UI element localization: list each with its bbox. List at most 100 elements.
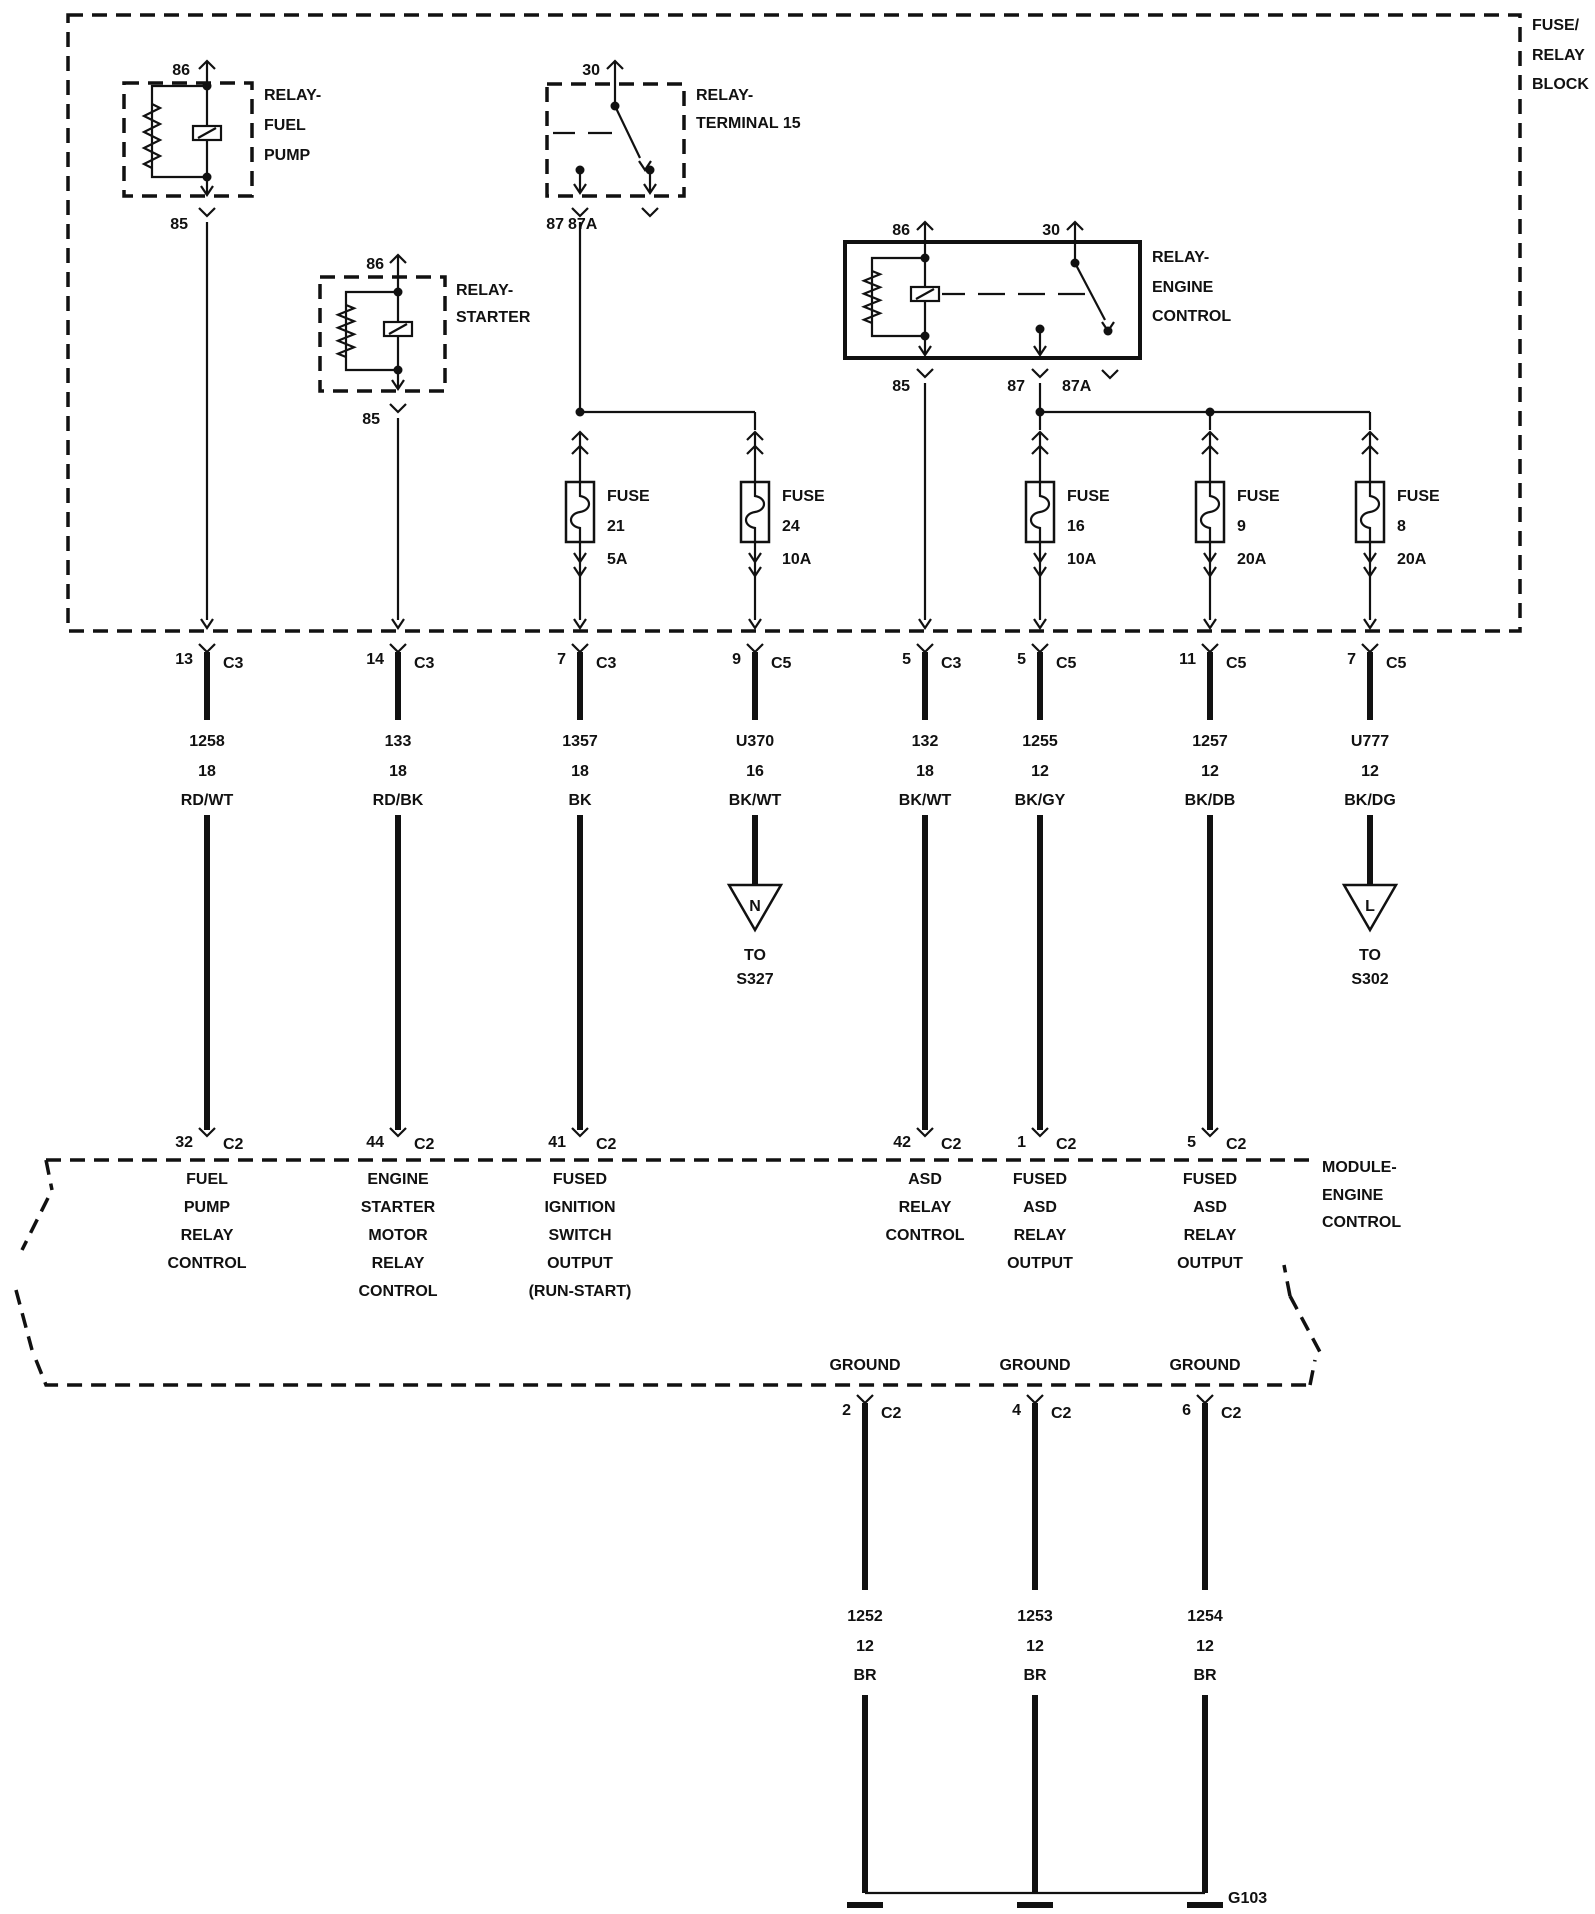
arrow-head — [1203, 566, 1217, 578]
circuit-number: 133 — [385, 733, 412, 750]
module-pin: 44 — [366, 1134, 384, 1151]
connector-pin: 11 — [1179, 651, 1196, 668]
fuse-rating: 10A — [1067, 551, 1097, 568]
fuse-label: FUSE — [782, 488, 825, 505]
arrow-head — [391, 379, 405, 391]
fuse-element — [1199, 482, 1221, 542]
relay-coil-resistor — [861, 269, 883, 325]
circuit-number: U370 — [736, 733, 774, 750]
terminal-arrow — [641, 207, 659, 218]
reference-text: S327 — [736, 971, 773, 988]
relay-switch-arm — [614, 105, 641, 159]
wire-color: BK/DB — [1185, 792, 1236, 809]
ground-pin: 6 — [1182, 1402, 1191, 1419]
connector-id: C3 — [414, 655, 435, 672]
module-connector: C2 — [223, 1136, 244, 1153]
arrow-head — [1363, 618, 1377, 630]
module-function-label: RELAY — [372, 1255, 425, 1272]
ground-connector: C2 — [1051, 1405, 1072, 1422]
fuse-label: FUSE — [1067, 488, 1110, 505]
fuse-relay-block-label: BLOCK — [1532, 76, 1589, 93]
module-function-label: ASD — [1023, 1199, 1057, 1216]
module-pin: 42 — [893, 1134, 911, 1151]
connector-pin: 7 — [557, 651, 566, 668]
module-function-label: CONTROL — [167, 1255, 246, 1272]
reference-letter: L — [1365, 898, 1375, 915]
connector-pin: 13 — [175, 651, 193, 668]
ground-wire-gauge: 12 — [1026, 1638, 1044, 1655]
fuse-label: FUSE — [1397, 488, 1440, 505]
module-pin: 5 — [1187, 1134, 1196, 1151]
connector-symbol — [1201, 1127, 1219, 1138]
arrow-head — [573, 552, 587, 564]
connector-pin: 5 — [902, 651, 911, 668]
wire-color: RD/BK — [373, 792, 424, 809]
relay-coil-resistor — [141, 103, 163, 169]
relay-name: RELAY- — [264, 87, 321, 104]
arrow-head — [1203, 618, 1217, 630]
connector-id: C5 — [1226, 655, 1247, 672]
connector-pin: 5 — [1017, 651, 1026, 668]
relay-starter-outline — [318, 275, 447, 393]
wire-gauge: 18 — [389, 763, 407, 780]
wire-color: RD/WT — [181, 792, 234, 809]
relay-terminal-label: 85 — [170, 216, 188, 233]
relay-coil-diagonal — [388, 323, 408, 335]
fuse-number: 16 — [1067, 518, 1085, 535]
wire-color: BK/WT — [729, 792, 782, 809]
connector-id: C3 — [941, 655, 962, 672]
module-connector: C2 — [941, 1136, 962, 1153]
connector-id: C3 — [596, 655, 617, 672]
ground-connector: C2 — [881, 1405, 902, 1422]
fuse-number: 21 — [607, 518, 625, 535]
arrow-head — [643, 183, 657, 195]
connector-symbol — [389, 403, 407, 414]
ground-wire-color: BR — [853, 1667, 877, 1684]
fuse-relay-block-label: RELAY — [1532, 47, 1585, 64]
ground-label: GROUND — [1169, 1357, 1240, 1374]
module-engine-control-outline — [14, 1158, 1322, 1387]
module-function-label: (RUN-START) — [529, 1283, 632, 1300]
fuse-rating: 20A — [1397, 551, 1427, 568]
module-function-label: FUSED — [553, 1171, 607, 1188]
fuse-number: 24 — [782, 518, 800, 535]
splice-dot — [1103, 326, 1113, 336]
module-function-label: OUTPUT — [1007, 1255, 1073, 1272]
relay-engine-control-outline — [843, 240, 1142, 360]
ground-wire-color: BR — [1193, 1667, 1217, 1684]
wire-gauge: 18 — [916, 763, 934, 780]
offpage-reference — [726, 883, 784, 933]
module-function-label: CONTROL — [358, 1283, 437, 1300]
wire-color: BK/GY — [1015, 792, 1066, 809]
module-pin: 41 — [548, 1134, 566, 1151]
connector-symbol — [916, 643, 934, 654]
circuit-number: 1255 — [1022, 733, 1058, 750]
relay-name: ENGINE — [1152, 279, 1214, 296]
ground-pin: 2 — [842, 1402, 851, 1419]
arrow-head — [1033, 552, 1047, 564]
module-label: ENGINE — [1322, 1187, 1384, 1204]
relay-terminal-label: 87 — [546, 216, 564, 233]
fuse-element — [1029, 482, 1051, 542]
arrow-head — [1033, 345, 1047, 357]
reference-text: TO — [744, 947, 766, 964]
relay-name: PUMP — [264, 147, 311, 164]
wire-gauge: 12 — [1361, 763, 1379, 780]
arrow-head — [748, 552, 762, 564]
arrow-head — [748, 618, 762, 630]
arrow-head — [1363, 566, 1377, 578]
fuse-element — [744, 482, 766, 542]
reference-letter: N — [749, 898, 761, 915]
reference-text: S302 — [1351, 971, 1388, 988]
arrow-head — [573, 566, 587, 578]
module-function-label: RELAY — [1014, 1227, 1067, 1244]
connector-symbol — [571, 643, 589, 654]
connector-id: C5 — [1386, 655, 1407, 672]
fuse-relay-block-label: FUSE/ — [1532, 17, 1580, 34]
fuse-number: 8 — [1397, 518, 1406, 535]
arrow-head — [1203, 552, 1217, 564]
relay-coil-diagonal — [197, 127, 217, 139]
relay-name: RELAY- — [456, 282, 513, 299]
terminal-arrow — [1101, 369, 1119, 380]
connector-id: C5 — [1056, 655, 1077, 672]
